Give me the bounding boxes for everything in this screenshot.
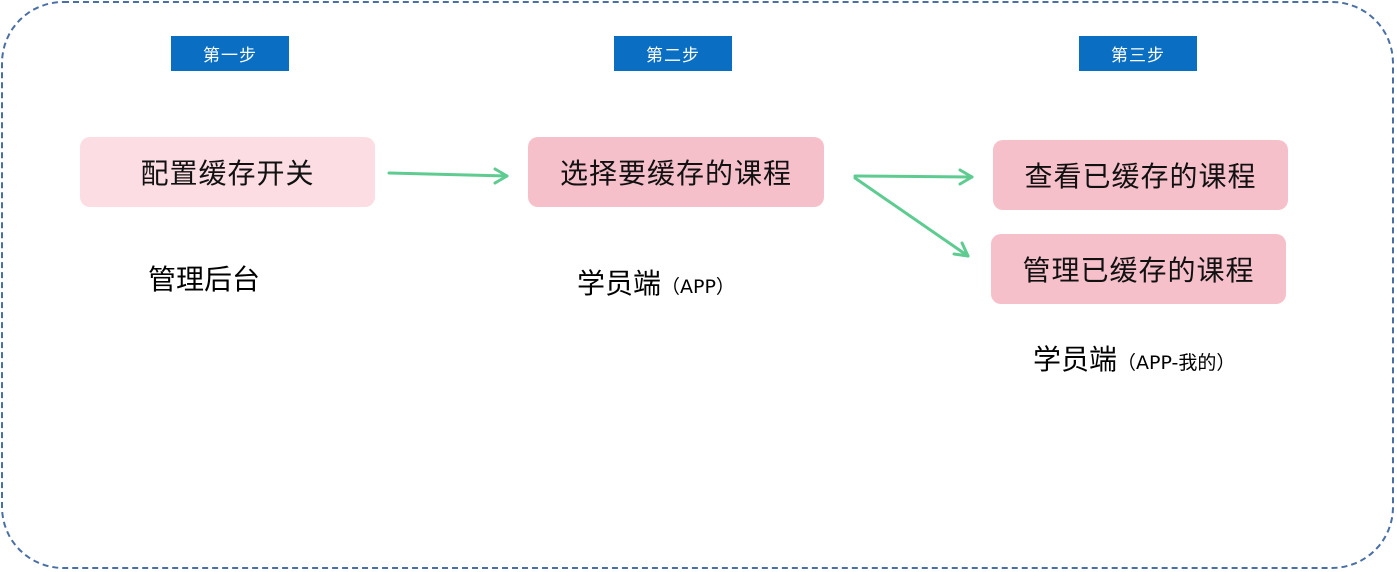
view-cached-courses-box: 查看已缓存的课程: [993, 140, 1288, 210]
arrow-step2-to-view: [853, 168, 974, 186]
caption-sub: （APP）: [661, 276, 735, 298]
step-3-tag: 第三步: [1079, 36, 1197, 71]
step-1-tag: 第一步: [171, 36, 289, 71]
caption-sub: （APP-我的）: [1117, 352, 1236, 374]
configure-cache-switch-box: 配置缓存开关: [80, 137, 375, 207]
manage-cached-courses-box: 管理已缓存的课程: [991, 234, 1286, 304]
step-2-tag: 第二步: [614, 36, 732, 71]
caption-main: 学员端: [577, 267, 662, 300]
caption-student-app-mine: 学员端（APP-我的）: [1033, 338, 1235, 378]
caption-student-app: 学员端（APP）: [577, 262, 735, 302]
caption-main: 管理后台: [148, 263, 261, 296]
select-courses-to-cache-box: 选择要缓存的课程: [528, 137, 824, 207]
caption-main: 学员端: [1033, 343, 1118, 376]
arrow-step2-to-manage: [853, 176, 970, 258]
caption-admin-backend: 管理后台: [148, 258, 260, 298]
arrow-step1-to-step2: [387, 167, 509, 185]
